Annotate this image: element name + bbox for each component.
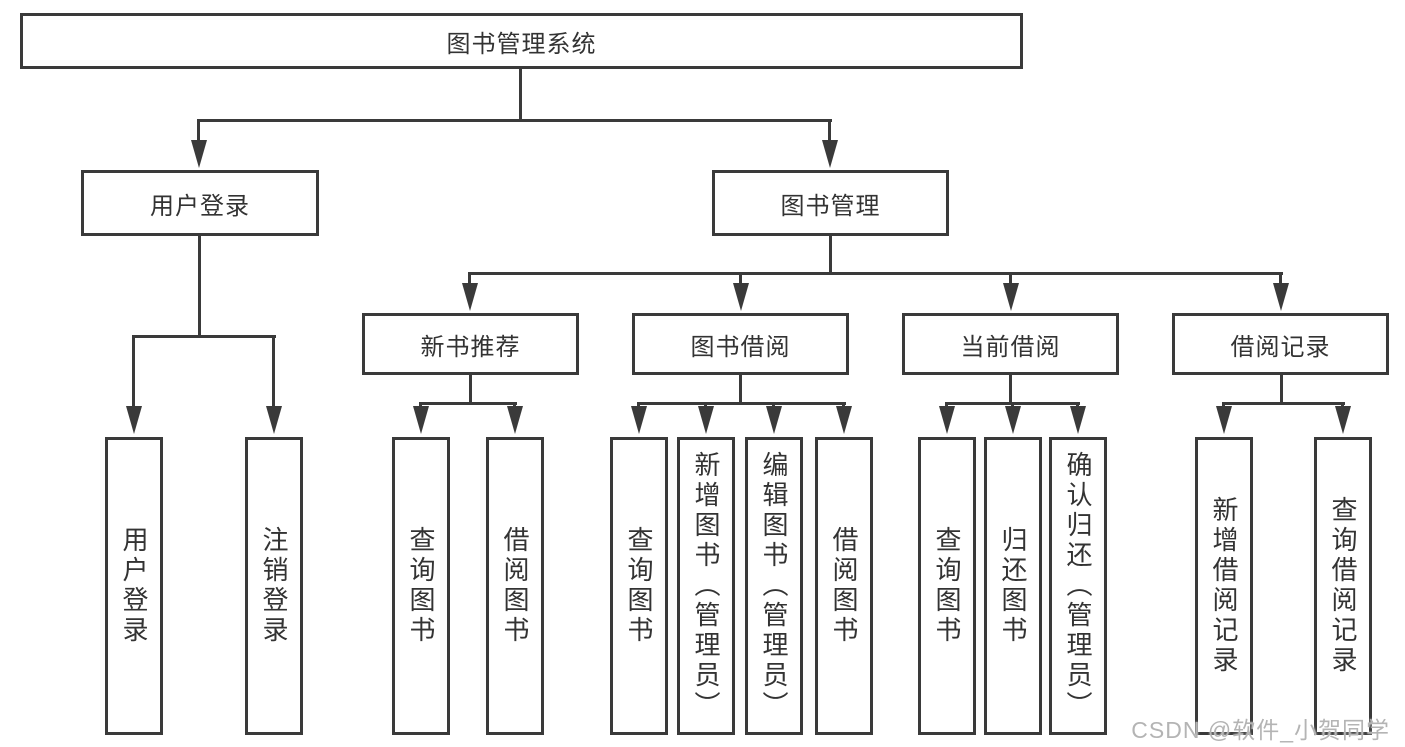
connector-line — [1011, 402, 1014, 408]
node-label: 图书借阅 — [690, 333, 791, 361]
connector-line — [1076, 402, 1079, 408]
leaf-confirm-return-admin: 确认归还（管理员） — [1049, 437, 1107, 735]
leaf-user-login: 用户登录 — [105, 437, 163, 735]
leaf-label: 查询图书 — [406, 526, 436, 646]
arrow-down-icon — [462, 283, 478, 311]
leaf-label: 用户登录 — [119, 526, 149, 646]
node-label: 当前借阅 — [960, 333, 1061, 361]
leaf-label: 查询图书 — [624, 526, 654, 646]
leaf-add-borrow-record: 新增借阅记录 — [1195, 437, 1253, 735]
connector-line — [272, 335, 275, 408]
node-current-borrowing: 当前借阅 — [902, 313, 1119, 375]
connector-line — [1222, 402, 1345, 405]
connector-line — [513, 402, 516, 408]
connector-line — [739, 374, 742, 404]
leaf-return-book: 归还图书 — [984, 437, 1042, 735]
arrow-down-icon — [1003, 283, 1019, 311]
connector-line — [132, 335, 135, 408]
connector-line — [468, 272, 471, 285]
connector-line — [1222, 402, 1225, 408]
leaf-label: 查询图书 — [932, 526, 962, 646]
leaf-borrow-books: 借阅图书 — [815, 437, 873, 735]
connector-line — [132, 335, 276, 338]
leaf-label: 借阅图书 — [829, 526, 859, 646]
connector-line — [828, 119, 831, 142]
node-label: 图书管理系统 — [446, 30, 597, 58]
connector-line — [829, 235, 832, 275]
arrow-down-icon — [126, 406, 142, 434]
leaf-label: 编辑图书（管理员） — [759, 451, 789, 721]
connector-line — [704, 402, 707, 408]
arrow-down-icon — [733, 283, 749, 311]
node-book-management: 图书管理 — [712, 170, 949, 236]
node-user-login: 用户登录 — [81, 170, 319, 236]
leaf-logout: 注销登录 — [245, 437, 303, 735]
leaf-label: 新增图书（管理员） — [691, 451, 721, 721]
arrow-down-icon — [631, 406, 647, 434]
node-book-borrowing: 图书借阅 — [632, 313, 849, 375]
arrow-down-icon — [1216, 406, 1232, 434]
connector-line — [1280, 374, 1283, 404]
arrow-down-icon — [1005, 406, 1021, 434]
leaf-borrow-books-recommend: 借阅图书 — [486, 437, 544, 735]
arrow-down-icon — [766, 406, 782, 434]
connector-line — [1341, 402, 1344, 408]
arrow-down-icon — [939, 406, 955, 434]
leaf-query-books-recommend: 查询图书 — [392, 437, 450, 735]
node-borrowing-records: 借阅记录 — [1172, 313, 1389, 375]
connector-line — [197, 119, 200, 142]
leaf-query-books-borrow: 查询图书 — [610, 437, 668, 735]
leaf-edit-book-admin: 编辑图书（管理员） — [745, 437, 803, 735]
node-label: 借阅记录 — [1230, 333, 1331, 361]
connector-line — [772, 402, 775, 408]
leaf-label: 注销登录 — [259, 526, 289, 646]
csdn-watermark: CSDN @软件_小贺同学 — [1131, 717, 1390, 743]
arrow-down-icon — [191, 140, 207, 168]
connector-line — [739, 272, 742, 285]
leaf-query-books-current: 查询图书 — [918, 437, 976, 735]
arrow-down-icon — [1070, 406, 1086, 434]
connector-line — [637, 402, 640, 408]
arrow-down-icon — [822, 140, 838, 168]
leaf-query-borrow-record: 查询借阅记录 — [1314, 437, 1372, 735]
arrow-down-icon — [1273, 283, 1289, 311]
connector-line — [1009, 374, 1012, 404]
leaf-label: 归还图书 — [998, 526, 1028, 646]
connector-line — [1279, 272, 1282, 285]
connector-line — [419, 402, 517, 405]
arrow-down-icon — [413, 406, 429, 434]
connector-line — [1009, 272, 1012, 285]
leaf-add-book-admin: 新增图书（管理员） — [677, 437, 735, 735]
node-label: 新书推荐 — [420, 333, 521, 361]
connector-line — [468, 272, 1283, 275]
leaf-label: 确认归还（管理员） — [1063, 451, 1093, 721]
connector-line — [419, 402, 422, 408]
arrow-down-icon — [836, 406, 852, 434]
leaf-label: 查询借阅记录 — [1328, 496, 1358, 676]
node-root-library-system: 图书管理系统 — [20, 13, 1023, 69]
node-label: 图书管理 — [780, 192, 881, 220]
arrow-down-icon — [698, 406, 714, 434]
arrow-down-icon — [507, 406, 523, 434]
leaf-label: 新增借阅记录 — [1209, 496, 1239, 676]
leaf-label: 借阅图书 — [500, 526, 530, 646]
arrow-down-icon — [266, 406, 282, 434]
connector-line — [197, 119, 832, 122]
connector-line — [945, 402, 948, 408]
connector-line — [198, 235, 201, 338]
node-label: 用户登录 — [150, 192, 250, 220]
connector-line — [519, 67, 522, 120]
node-new-book-recommend: 新书推荐 — [362, 313, 579, 375]
arrow-down-icon — [1335, 406, 1351, 434]
connector-line — [842, 402, 845, 408]
connector-line — [469, 374, 472, 404]
